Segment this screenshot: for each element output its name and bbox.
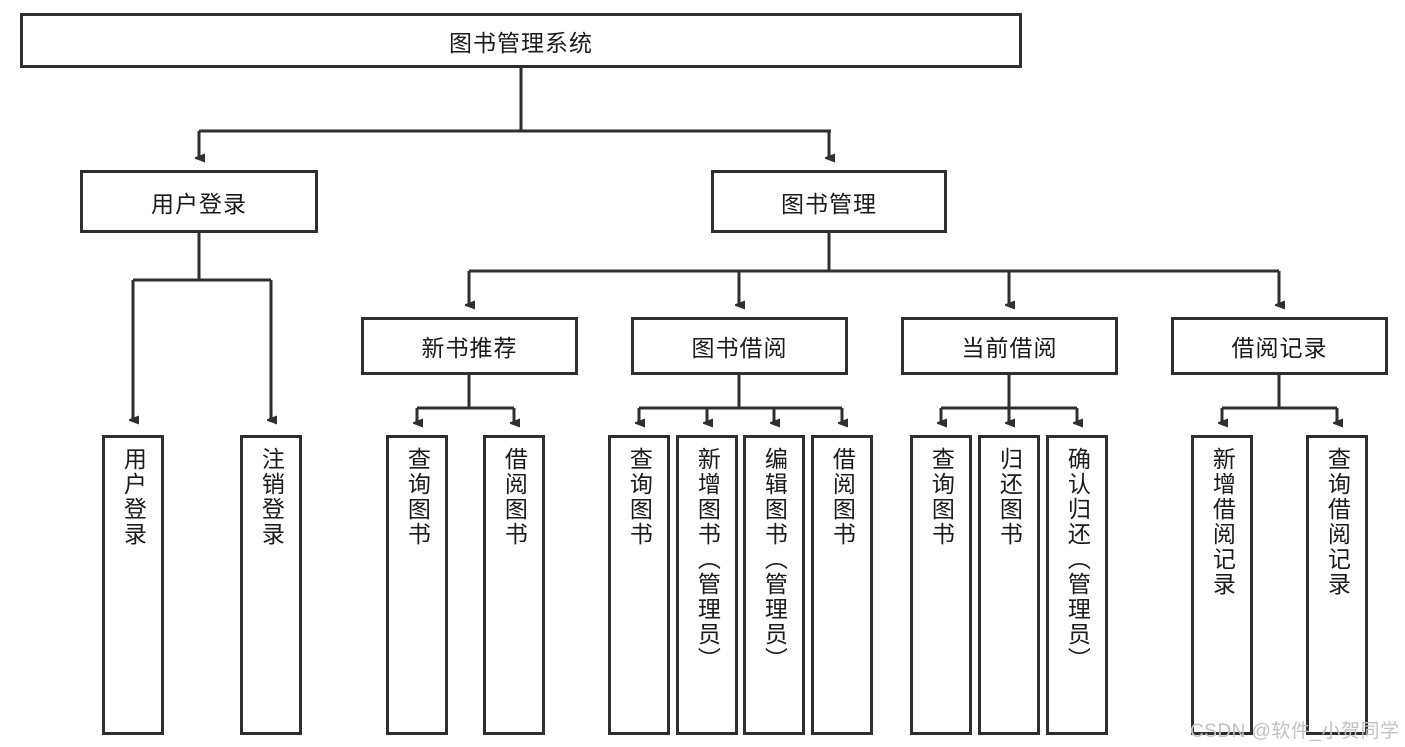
leaf-user-login-logout[interactable]: 注销登录 (240, 435, 302, 735)
node-label: 编辑图书（管理员） (761, 447, 788, 672)
node-label: 查询图书 (404, 447, 431, 547)
csdn-watermark: CSDN @软件_小贺同学 (1190, 721, 1400, 742)
node-label: 借阅图书 (501, 447, 528, 547)
node-new-book-recommend[interactable]: 新书推荐 (361, 317, 578, 375)
leaf-borrow-borrow-book[interactable]: 借阅图书 (811, 435, 873, 735)
leaf-user-login-login[interactable]: 用户登录 (102, 435, 164, 735)
node-label: 用户登录 (151, 190, 247, 217)
node-label: 归还图书 (996, 447, 1023, 547)
node-user-login[interactable]: 用户登录 (80, 170, 318, 233)
node-label: 注销登录 (258, 447, 285, 547)
node-label: 图书借阅 (691, 335, 788, 361)
leaf-current-confirm-return-admin[interactable]: 确认归还（管理员） (1046, 435, 1108, 735)
node-current-borrow[interactable]: 当前借阅 (901, 317, 1118, 375)
leaf-borrow-edit-book-admin[interactable]: 编辑图书（管理员） (743, 435, 805, 735)
node-label: 确认归还（管理员） (1064, 447, 1091, 672)
node-label: 新书推荐 (421, 335, 518, 361)
leaf-borrow-query-book[interactable]: 查询图书 (608, 435, 670, 735)
node-label: 借阅记录 (1231, 335, 1328, 361)
node-label: 用户登录 (120, 447, 147, 547)
node-label: 图书管理 (781, 190, 877, 217)
node-label: 当前借阅 (961, 335, 1058, 361)
node-label: 新增借阅记录 (1209, 447, 1236, 597)
node-label: 新增图书（管理员） (694, 447, 721, 672)
node-label: 查询图书 (626, 447, 653, 547)
leaf-recommend-query-book[interactable]: 查询图书 (386, 435, 448, 735)
leaf-current-return-book[interactable]: 归还图书 (978, 435, 1040, 735)
node-root-book-management-system[interactable]: 图书管理系统 (20, 13, 1022, 68)
node-book-borrow[interactable]: 图书借阅 (631, 317, 848, 375)
leaf-borrow-add-book-admin[interactable]: 新增图书（管理员） (676, 435, 738, 735)
leaf-recommend-borrow-book[interactable]: 借阅图书 (483, 435, 545, 735)
leaf-record-query-borrow-record[interactable]: 查询借阅记录 (1306, 435, 1368, 735)
node-label: 借阅图书 (829, 447, 856, 547)
leaf-current-query-book[interactable]: 查询图书 (910, 435, 972, 735)
node-label: 图书管理系统 (449, 29, 593, 56)
node-book-management[interactable]: 图书管理 (711, 170, 947, 233)
leaf-record-add-borrow-record[interactable]: 新增借阅记录 (1191, 435, 1253, 735)
node-label: 查询图书 (928, 447, 955, 547)
node-borrow-record[interactable]: 借阅记录 (1171, 317, 1388, 375)
node-label: 查询借阅记录 (1324, 447, 1351, 597)
